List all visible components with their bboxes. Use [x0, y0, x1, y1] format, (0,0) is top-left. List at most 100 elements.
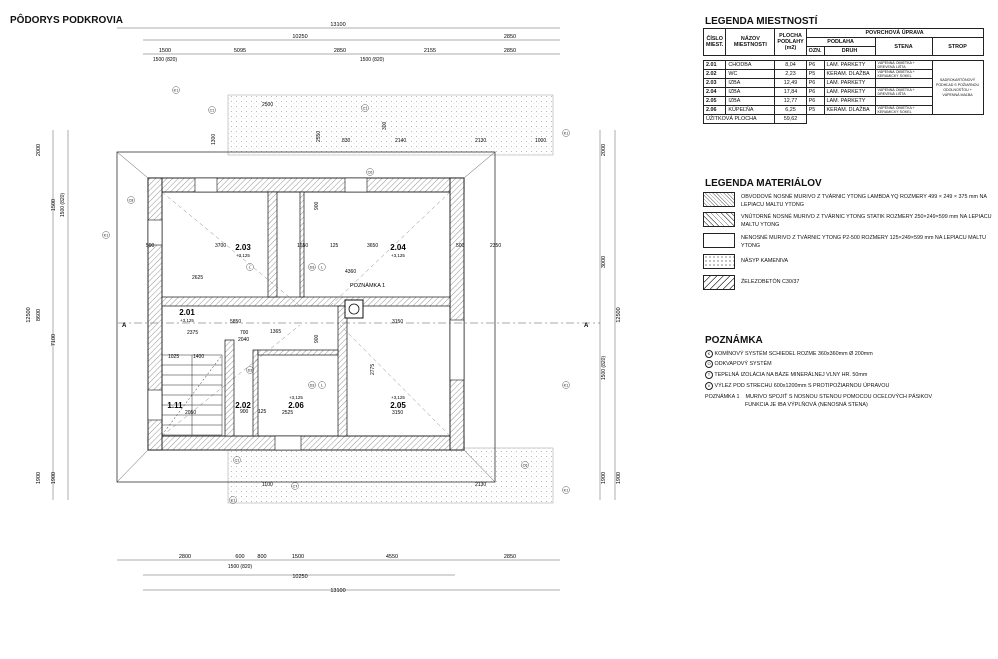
note-item: T TEPELNÁ IZOLÁCIA NA BÁZE MINERÁLNEJ VL… — [705, 371, 867, 379]
note-symbol: T — [705, 371, 713, 379]
dim-interior: 900 — [314, 334, 320, 343]
floor-plan: A A 13100 10250 2850 1500 5095 2850 2155… — [26, 22, 622, 594]
materials-legend-title: LEGENDA MATERIÁLOV — [705, 178, 822, 189]
dim-interior: 2550 — [316, 131, 322, 142]
col-ceiling: STROP — [931, 37, 984, 56]
material-swatch — [703, 233, 735, 248]
dim-interior: 900 — [314, 201, 320, 210]
note-item: K KOMÍNOVÝ SYSTÉM SCHIEDEL ROZME 360x360… — [705, 350, 873, 358]
tag-label: K1 — [174, 89, 179, 93]
dim-top-seg-0: 1500 — [159, 48, 171, 54]
note-symbol: K — [705, 350, 713, 358]
outer-terrace-bottom — [227, 447, 554, 504]
dim-interior: 2525 — [282, 410, 293, 416]
plan-title: PÔDORYS PODKROVIA — [10, 15, 123, 26]
roof-outline — [116, 151, 496, 483]
dim-interior: 3650 — [367, 243, 378, 249]
tag-label: D3 — [248, 369, 253, 373]
tag-label: C6 — [523, 464, 528, 468]
dim-interior: 4360 — [345, 269, 356, 275]
room-level: +3,125 — [180, 318, 194, 323]
note-extra: POZNÁMKA 1 MURIVO SPOJIŤ S NOSNOU STENOU… — [705, 394, 933, 400]
dim-interior: 1025 — [168, 354, 179, 360]
dim-top-opening-0: 1500 (820) — [153, 57, 178, 63]
dim-right-5: 1900 — [616, 472, 622, 484]
tag-label: D3 — [310, 266, 315, 270]
dim-interior: 125 — [258, 409, 267, 415]
staircase — [161, 354, 223, 436]
material-item: VNÚTORNÉ NOSNÉ MURIVO Z TVÁRNIC YTONG ST… — [703, 212, 993, 232]
dim-top-inner: 10250 — [292, 34, 307, 40]
dim-left-0: 2000 — [36, 144, 42, 156]
tag-label: C1 — [363, 107, 368, 111]
dim-left-4: 8600 — [36, 309, 42, 321]
dim-bottom-seg-1: 600 — [235, 554, 244, 560]
dim-top-seg-1: 5095 — [234, 48, 246, 54]
dim-right-3: 1500 (820) — [601, 356, 607, 381]
room-level: +3,125 — [289, 395, 303, 400]
room-level: +3,125 — [391, 395, 405, 400]
dim-bottom-total: 13100 — [330, 588, 345, 594]
dim-interior: 900 — [240, 409, 249, 415]
dim-interior: 2040 — [238, 337, 249, 343]
dim-interior: 1000 — [535, 138, 546, 144]
room-label: 1.11 — [167, 401, 183, 410]
interior-walls — [161, 191, 451, 437]
dim-interior: 500 — [146, 243, 155, 249]
dim-bottom-inner: 10250 — [292, 574, 307, 580]
room-label: 2.06 — [288, 401, 304, 410]
dim-interior: 2500 — [262, 102, 273, 108]
dim-top-seg-3: 2155 — [424, 48, 436, 54]
col-wall: STENA — [874, 37, 933, 56]
tag-label: K1 — [231, 499, 236, 503]
note-symbol: O — [705, 360, 713, 368]
dim-interior: 500 — [456, 243, 465, 249]
dim-interior: 1650 — [297, 243, 308, 249]
col-surface: POVRCHOVÁ ÚPRAVA — [805, 28, 984, 38]
room-label: 2.05 — [390, 401, 406, 410]
material-swatch — [703, 192, 735, 207]
tag-label: K1 — [564, 489, 569, 493]
dim-top-opening-1: 1500 (820) — [360, 57, 385, 63]
tag-label: C8 — [129, 199, 134, 203]
tag-label: L — [321, 384, 323, 388]
section-mark-left: A — [122, 323, 127, 329]
dim-interior: 700 — [240, 330, 249, 336]
col-no: ČÍSLO MIEST. — [702, 28, 727, 56]
dim-interior: 2775 — [370, 364, 376, 375]
dim-interior: 2350 — [490, 243, 501, 249]
room-label: 2.02 — [235, 401, 251, 410]
material-item: OBVODOVÉ NOSNÉ MURIVO Z TVÁRNIC YTONG LA… — [703, 192, 993, 212]
material-swatch — [703, 212, 735, 227]
dim-right-4: 1900 — [601, 472, 607, 484]
exterior-walls — [147, 177, 465, 451]
dim-interior: 2375 — [187, 330, 198, 336]
room-label: 2.04 — [390, 243, 406, 252]
tag-label: L — [321, 266, 323, 270]
col-area: PLOCHA PODLAHY (m2) — [774, 28, 807, 56]
dim-interior: 2050 — [185, 410, 196, 416]
dim-left-7: 1900 — [51, 472, 57, 484]
note-item: O ODKVAPOVÝ SYSTÉM — [705, 360, 772, 368]
dim-interior: 3150 — [392, 410, 403, 416]
dim-bottom-seg-2: 800 — [257, 554, 266, 560]
dim-bottom-seg-0: 2800 — [179, 554, 191, 560]
tag-label: C6 — [368, 171, 373, 175]
dim-interior: 1365 — [270, 329, 281, 335]
material-item: NENOSNÉ MURIVO Z TVÁRNIC YTONG P2-500 RO… — [703, 233, 993, 253]
dim-interior: 300 — [382, 121, 388, 130]
dim-right-2: 12500 — [616, 307, 622, 322]
dim-bottom-seg-3: 1500 — [292, 554, 304, 560]
dim-bottom-seg-5: 2850 — [504, 554, 516, 560]
room-label: 2.01 — [179, 308, 195, 317]
tag-label: C1 — [235, 459, 240, 463]
material-item: ŽELEZOBETÓN C30/37 — [703, 275, 993, 291]
note-extra-2: FUNKCIA JE IBA VÝPLŇOVÁ (NENOSNÁ STENA) — [745, 402, 868, 408]
dimension-lines — [52, 27, 616, 591]
col-floor-kind: DRUH — [823, 46, 876, 56]
dim-interior: 3700 — [215, 243, 226, 249]
dim-interior: 1400 — [193, 354, 204, 360]
tag-label: C1 — [210, 109, 215, 113]
